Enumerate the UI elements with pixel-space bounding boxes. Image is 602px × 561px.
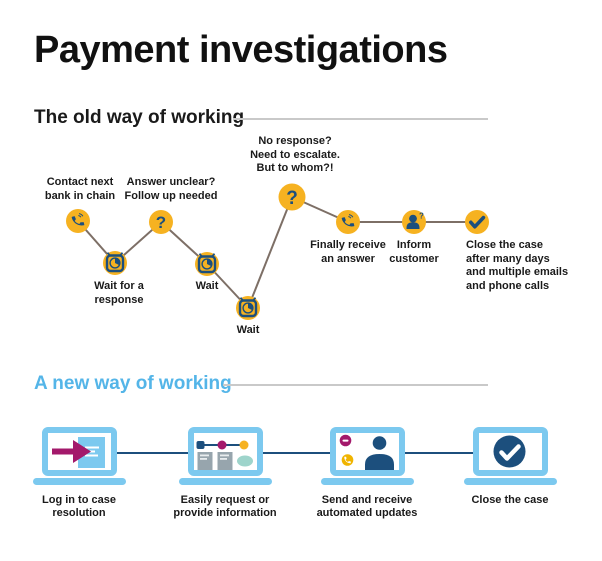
- laptop-close: [463, 427, 557, 485]
- step-label: Answer unclear? Follow up needed: [124, 176, 218, 202]
- phone-icon: [341, 454, 353, 466]
- clock-icon: [103, 251, 127, 275]
- laptop-connector-line: [79, 452, 511, 454]
- step-label: Close the case: [471, 494, 549, 506]
- phone-icon: [336, 210, 360, 234]
- document-icon: [217, 452, 232, 470]
- laptop-screen: [41, 427, 117, 476]
- updates-icon: [339, 434, 394, 470]
- message-icon: [339, 434, 351, 447]
- old-way-heading: The old way of working: [34, 107, 245, 128]
- step-label: Easily request or provide information: [173, 494, 277, 519]
- phone-icon: [66, 209, 90, 233]
- step-label: Log in to case resolution: [42, 494, 116, 519]
- laptop-base: [178, 478, 272, 485]
- check-icon: [493, 435, 525, 468]
- question-icon: ?: [278, 183, 306, 211]
- laptop-base: [320, 478, 414, 485]
- step-label: Inform customer: [389, 239, 439, 265]
- laptop-screen: [187, 427, 263, 476]
- divider-line: [233, 118, 488, 120]
- clock-icon: [236, 296, 260, 320]
- step-label: Wait for a response: [94, 280, 144, 306]
- new-way-heading: A new way of working: [34, 373, 232, 394]
- laptop-base: [463, 478, 557, 485]
- step-label: Close the case after many days and multi…: [466, 239, 569, 292]
- document-icon: [197, 452, 212, 470]
- person-icon: [364, 436, 394, 470]
- step-label: Contact next bank in chain: [44, 176, 116, 202]
- mini-question-glyph: ?: [419, 212, 424, 221]
- laptop-request: [178, 427, 272, 485]
- page-title: Payment investigations: [34, 29, 448, 71]
- speech-bubble-icon: [236, 455, 253, 467]
- question-glyph: ?: [286, 188, 298, 209]
- question-icon: ?: [149, 210, 173, 234]
- divider-line: [223, 384, 488, 386]
- login-arrow-icon: [51, 437, 105, 468]
- request-info-icon: [196, 440, 253, 470]
- check-icon: [465, 210, 489, 234]
- arrow-icon: [51, 440, 91, 463]
- step-label: Send and receive automated updates: [316, 494, 418, 519]
- step-label: Finally receive an answer: [310, 239, 386, 265]
- laptop-login: [32, 427, 126, 485]
- old-way-diagram: ? ?: [66, 183, 489, 320]
- question-glyph: ?: [156, 213, 166, 232]
- laptop-base: [32, 478, 126, 485]
- person-icon: ?: [402, 210, 426, 234]
- step-label: Wait: [195, 280, 219, 292]
- laptop-screen: [472, 427, 548, 476]
- laptop-updates: [320, 427, 414, 485]
- laptop-screen: [329, 427, 405, 476]
- step-label: Wait: [236, 324, 260, 336]
- step-label: No response? Need to escalate. But to wh…: [250, 135, 340, 174]
- clock-icon: [195, 252, 219, 276]
